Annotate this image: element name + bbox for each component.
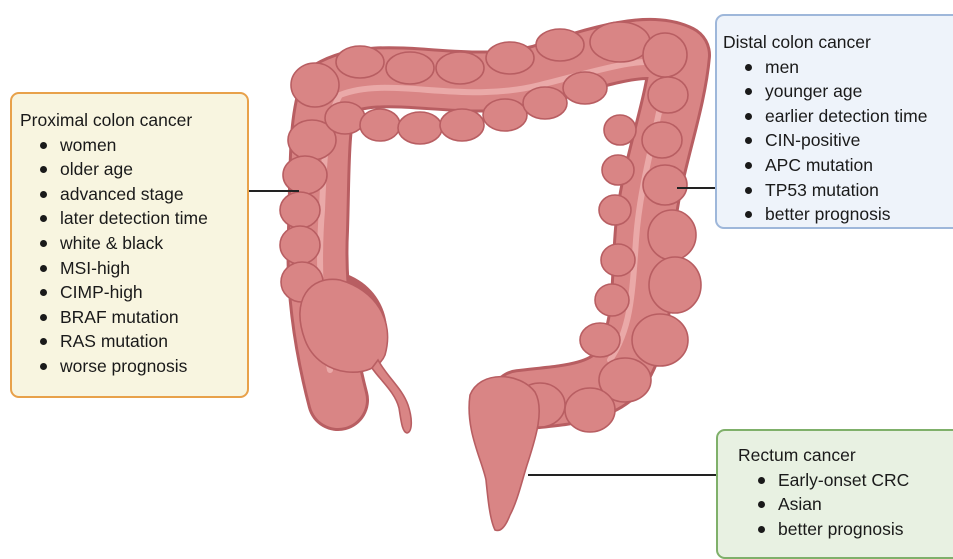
distal-connector <box>677 187 715 189</box>
distal-list: men younger age earlier detection time C… <box>717 55 953 227</box>
list-item: APC mutation <box>765 153 953 178</box>
appendix <box>372 360 411 433</box>
list-item: younger age <box>765 79 953 104</box>
list-item: men <box>765 55 953 80</box>
proximal-title: Proximal colon cancer <box>12 108 247 133</box>
list-item: older age <box>60 157 247 182</box>
rectum-shape <box>469 377 539 531</box>
list-item: Early-onset CRC <box>778 468 953 493</box>
list-item: earlier detection time <box>765 104 953 129</box>
list-item: TP53 mutation <box>765 178 953 203</box>
proximal-connector <box>249 190 299 192</box>
list-item: later detection time <box>60 206 247 231</box>
list-item: better prognosis <box>765 202 953 227</box>
rectum-connector <box>528 474 716 476</box>
proximal-list: women older age advanced stage later det… <box>12 133 247 379</box>
list-item: MSI-high <box>60 256 247 281</box>
rectum-list: Early-onset CRC Asian better prognosis <box>718 468 953 542</box>
list-item: white & black <box>60 231 247 256</box>
list-item: advanced stage <box>60 182 247 207</box>
distal-colon-cancer-box: Distal colon cancer men younger age earl… <box>715 14 953 229</box>
list-item: BRAF mutation <box>60 305 247 330</box>
list-item: RAS mutation <box>60 329 247 354</box>
list-item: women <box>60 133 247 158</box>
list-item: CIMP-high <box>60 280 247 305</box>
list-item: better prognosis <box>778 517 953 542</box>
list-item: worse prognosis <box>60 354 247 379</box>
rectum-title: Rectum cancer <box>718 443 953 468</box>
list-item: CIN-positive <box>765 128 953 153</box>
distal-title: Distal colon cancer <box>717 30 953 55</box>
rectum-cancer-box: Rectum cancer Early-onset CRC Asian bett… <box>716 429 953 559</box>
list-item: Asian <box>778 492 953 517</box>
proximal-colon-cancer-box: Proximal colon cancer women older age ad… <box>10 92 249 398</box>
